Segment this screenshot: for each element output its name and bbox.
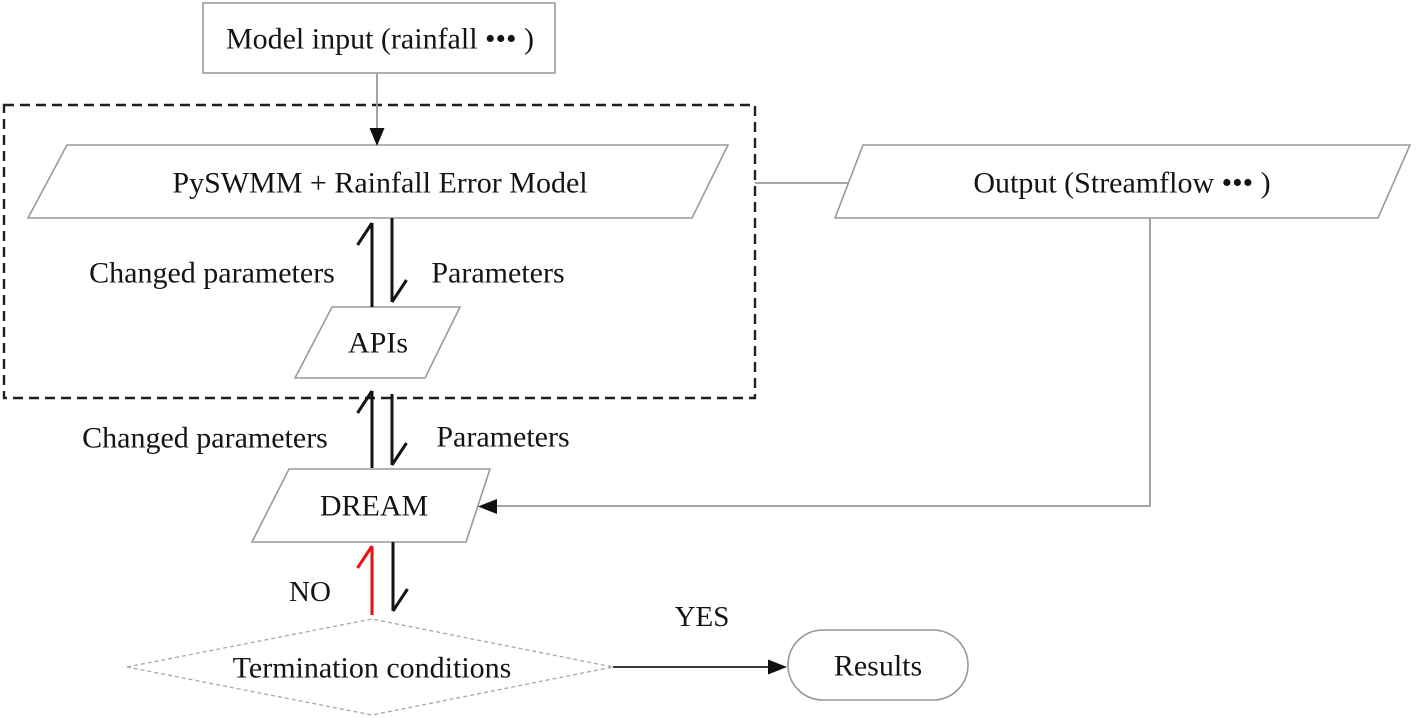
no-label: NO [289,576,331,608]
termination-label: Termination conditions [233,652,512,685]
arrow-pyswmm-to-apis-down [390,218,408,303]
pyswmm-label: PySWMM + Rainfall Error Model [172,167,587,200]
dream-parallelogram [250,468,492,543]
output-parallelogram [833,144,1412,219]
connector-output-to-dream [497,218,1151,507]
arrowhead-into-pyswmm [369,128,385,146]
pyswmm-parallelogram [26,144,730,219]
parameters-upper-label: Parameters [431,257,564,290]
arrow-apis-to-pyswmm-up [356,222,374,307]
arrow-dream-to-termination-down [391,542,409,612]
yes-label: YES [675,601,730,633]
changed-parameters-upper-label: Changed parameters [89,257,335,290]
dream-label: DREAM [320,490,428,523]
termination-diamond [126,618,614,716]
results-label: Results [834,650,922,683]
model-input-box [202,2,556,74]
apis-label: APIs [348,327,408,360]
dashed-model-container [2,103,757,400]
arrowhead-into-results [768,659,787,675]
changed-parameters-lower-label: Changed parameters [82,422,328,455]
arrow-dream-to-apis-up [356,390,374,468]
arrow-apis-to-dream-down [390,394,408,466]
results-terminator [787,629,969,701]
apis-parallelogram [293,306,462,379]
model-input-label: Model input (rainfall ••• ) [226,23,534,56]
output-label: Output (Streamflow ••• ) [973,167,1270,200]
arrowhead-into-dream [478,499,497,514]
arrow-no-termination-to-dream-red [356,545,374,615]
parameters-lower-label: Parameters [436,421,569,454]
